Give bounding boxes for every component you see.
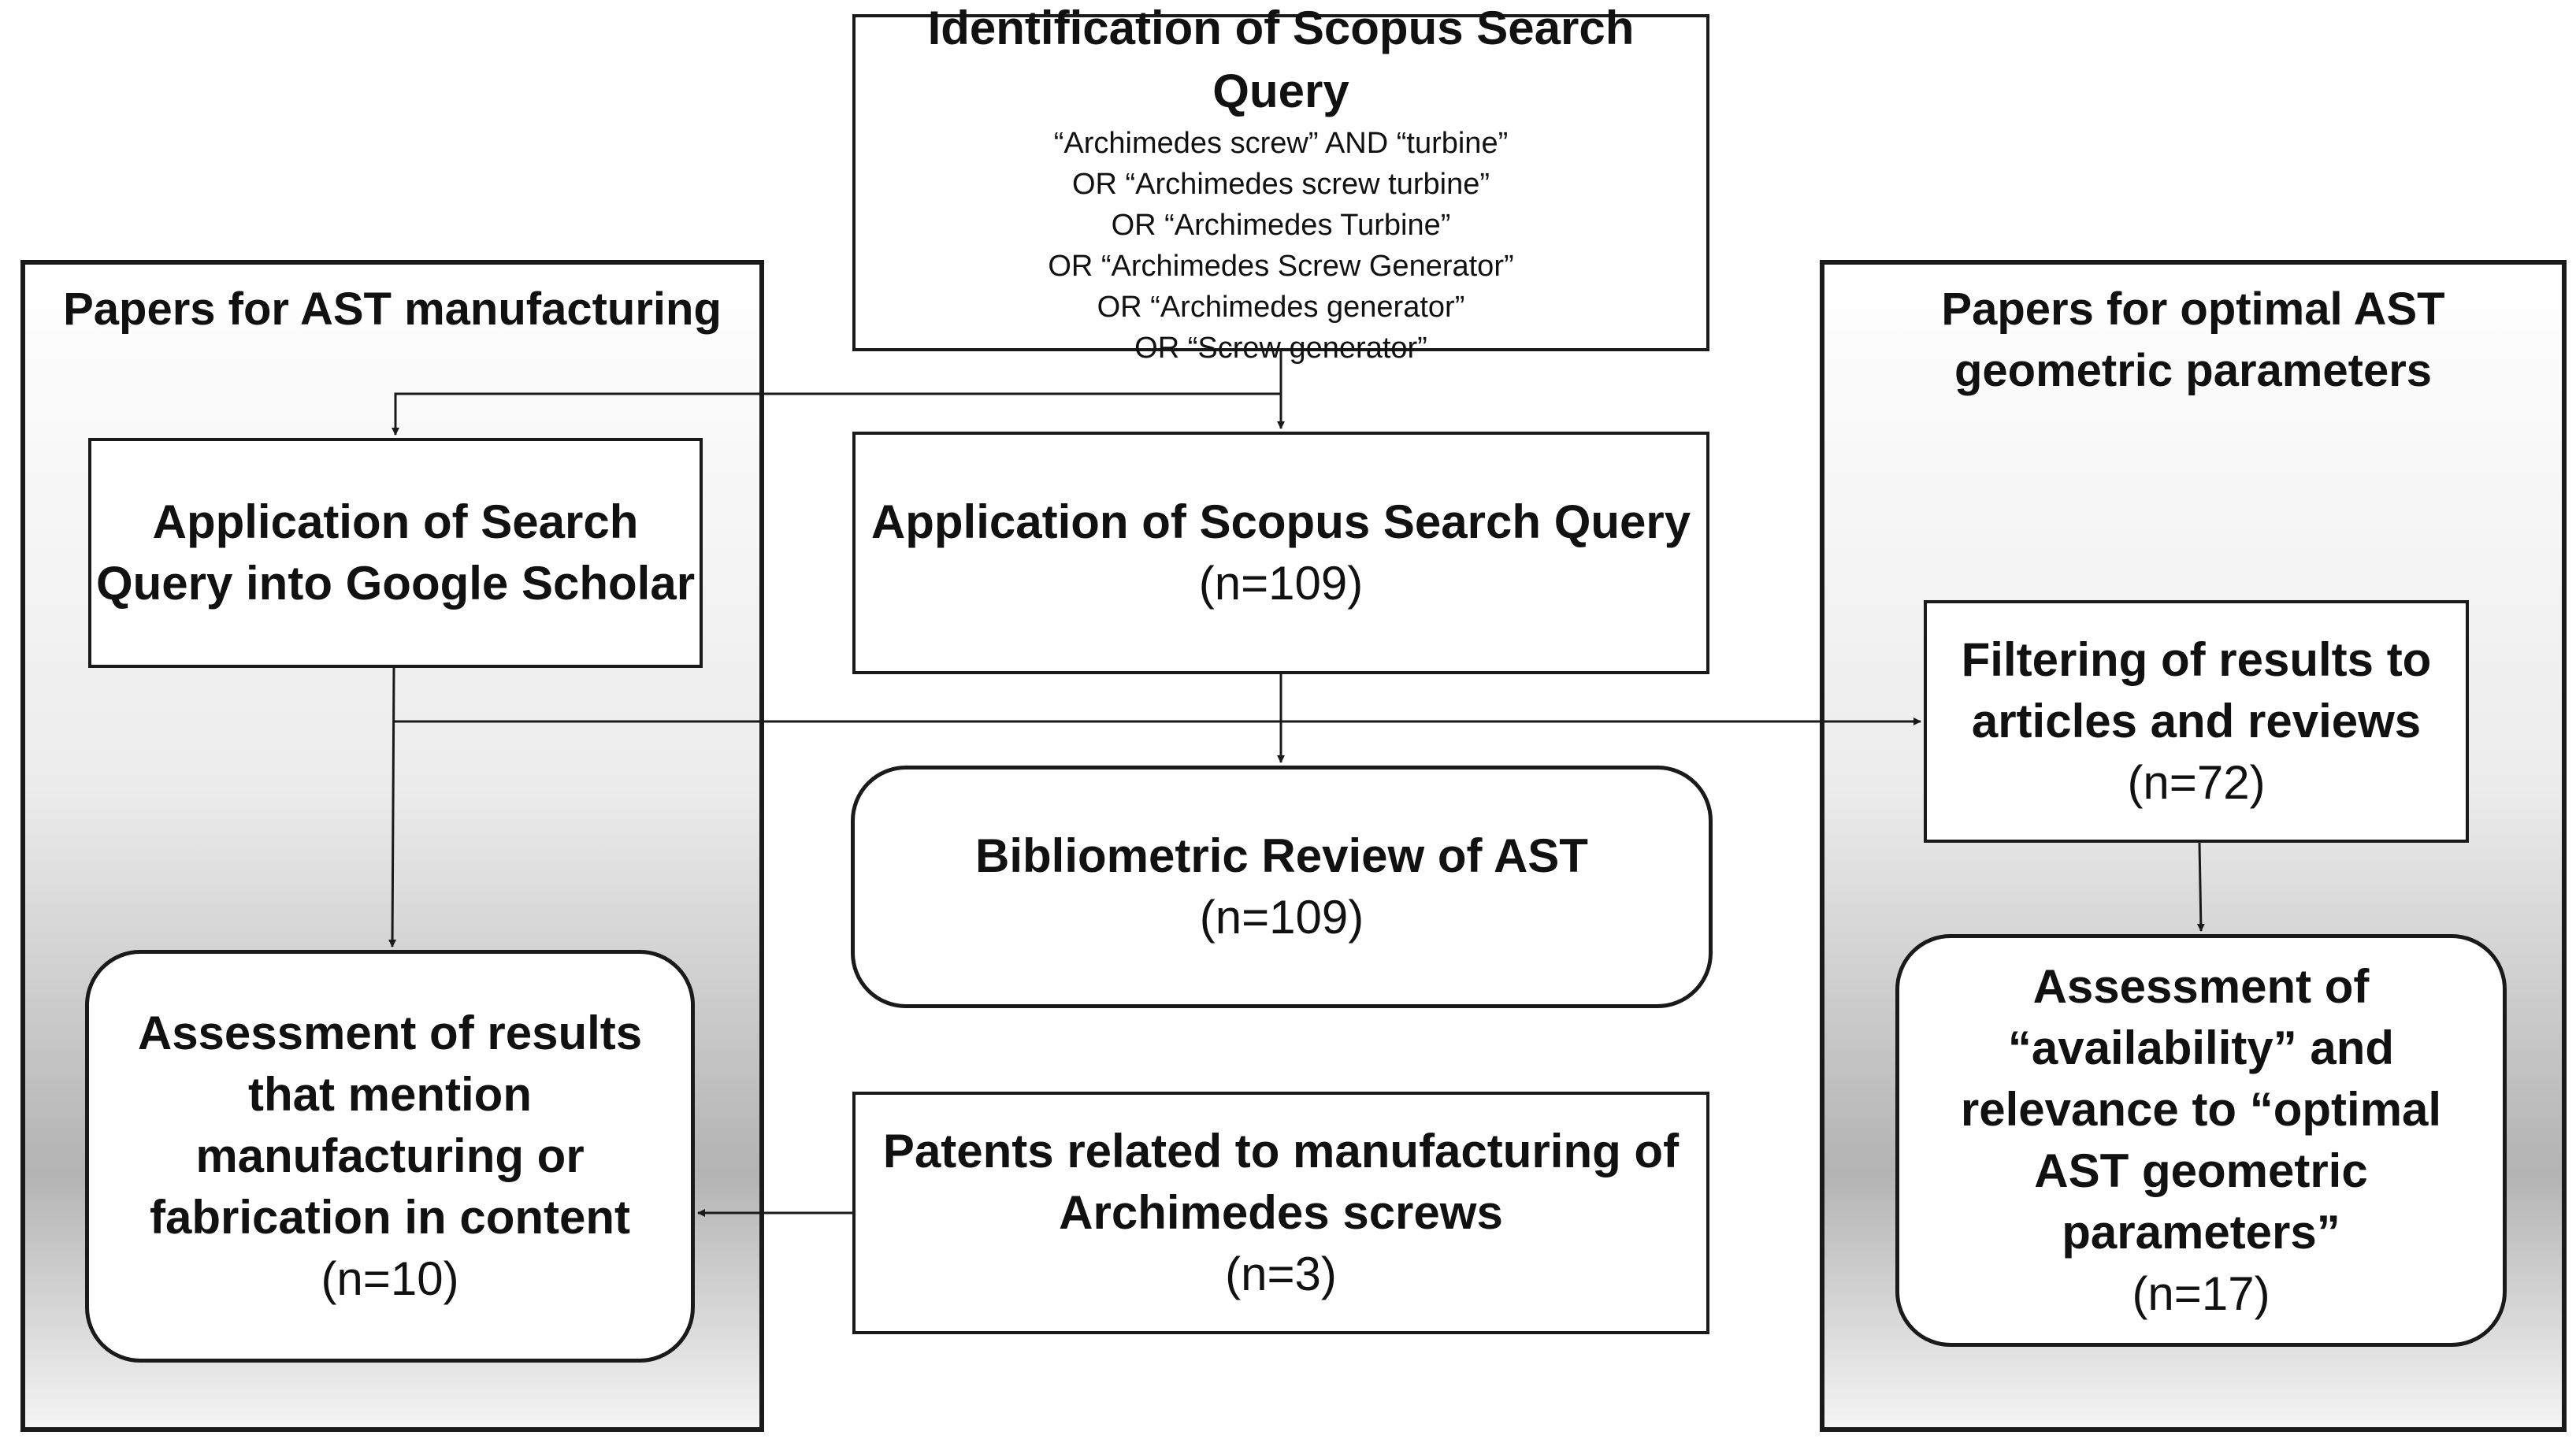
panel-title-line: geometric parameters: [1954, 345, 2433, 396]
geometric-assessment-line: parameters”: [2062, 1206, 2340, 1259]
scopus-application-box: Application of Scopus Search Query (n=10…: [852, 432, 1709, 674]
google-scholar-box: Application of Search Query into Google …: [88, 438, 703, 668]
bibliometric-review-box: Bibliometric Review of AST (n=109): [851, 766, 1713, 1008]
manufacturing-assessment-line: fabrication in content: [149, 1191, 631, 1244]
panel-title-geometric: Papers for optimal AST geometric paramet…: [1824, 279, 2562, 402]
panel-title-line: Papers for optimal AST: [1941, 284, 2445, 335]
filtering-line: articles and reviews: [1971, 695, 2422, 747]
geometric-assessment-count: (n=17): [2132, 1267, 2270, 1320]
bibliometric-review-label: Bibliometric Review of AST: [975, 829, 1588, 882]
arrow-identification-to-google-scholar: [392, 392, 1281, 436]
arrow-google-scholar-to-assessment: [388, 667, 397, 948]
geometric-assessment-box: Assessment of “availability” and relevan…: [1895, 934, 2507, 1347]
manufacturing-assessment-line: that mention: [248, 1068, 532, 1121]
filtering-count: (n=72): [2127, 756, 2266, 809]
query-line: OR “Archimedes screw turbine”: [1071, 168, 1490, 201]
geometric-assessment-line: “availability” and: [2007, 1022, 2395, 1074]
manufacturing-assessment-box: Assessment of results that mention manuf…: [85, 950, 695, 1363]
patents-line: Archimedes screws: [1059, 1186, 1503, 1239]
google-scholar-line: Application of Search: [152, 495, 639, 548]
identification-title: Identification of Scopus Search Query: [927, 2, 1635, 117]
query-line: “Archimedes screw” AND “turbine”: [1053, 127, 1509, 160]
scopus-application-label: Application of Scopus Search Query: [870, 495, 1691, 548]
patents-box: Patents related to manufacturing of Arch…: [852, 1092, 1709, 1334]
identification-box: Identification of Scopus Search Query “A…: [852, 2, 1709, 365]
filtering-line: Filtering of results to: [1961, 633, 2432, 686]
scopus-application-count: (n=109): [1198, 557, 1364, 610]
arrow-filtering-to-geometric: [2196, 842, 2205, 932]
query-line: OR “Archimedes generator”: [1097, 291, 1465, 324]
manufacturing-assessment-count: (n=10): [321, 1252, 459, 1305]
panel-title-manufacturing: Papers for AST manufacturing: [63, 284, 722, 335]
patents-count: (n=3): [1225, 1248, 1337, 1300]
geometric-assessment-line: relevance to “optimal: [1960, 1083, 2442, 1136]
manufacturing-assessment-line: manufacturing or: [195, 1129, 585, 1182]
query-line: OR “Archimedes Turbine”: [1111, 209, 1451, 242]
filtering-box: Filtering of results to articles and rev…: [1924, 600, 2469, 843]
google-scholar-line: Query into Google Scholar: [95, 557, 696, 610]
geometric-assessment-line: Assessment of: [2032, 960, 2370, 1013]
bibliometric-review-count: (n=109): [1199, 891, 1364, 944]
manufacturing-assessment-line: Assessment of results: [137, 1007, 643, 1059]
patents-line: Patents related to manufacturing of: [882, 1125, 1680, 1177]
geometric-assessment-line: AST geometric: [2034, 1144, 2368, 1197]
query-line: OR “Archimedes Screw Generator”: [1048, 250, 1514, 283]
